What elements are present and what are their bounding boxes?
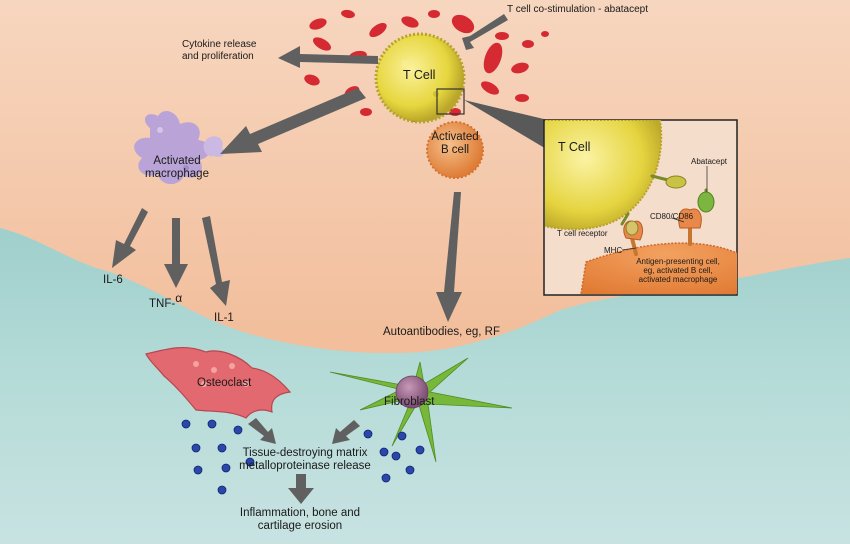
cytokine-label-line2: and proliferation: [182, 50, 254, 62]
inset-abatacept-label: Abatacept: [691, 157, 728, 166]
tnf-label: TNF-α: [149, 291, 183, 311]
tnf-label-greek: α: [175, 291, 183, 305]
il1-label: IL-1: [214, 312, 234, 324]
macrophage-label-line2: macrophage: [145, 168, 209, 181]
erosion-label-line1: Inflammation, bone and: [239, 507, 361, 519]
cytokine-label-line1: Cytokine release: [182, 39, 257, 50]
inset-tcell-label: T Cell: [558, 140, 591, 154]
mmp-label-line2: metalloproteinase release: [239, 460, 371, 473]
arrow-costim: [462, 14, 508, 50]
mmp-label-line1: Tissue-destroying matrix: [242, 447, 368, 459]
arrow-fibroblast-mmp: [332, 420, 360, 444]
arrow-il1: [202, 216, 230, 306]
bcell-label-line2: B cell: [440, 144, 470, 157]
arrow-autoantibodies: [436, 192, 462, 322]
macrophage-shape: [134, 110, 225, 185]
inset-apc-line2: eg, activated B cell,: [643, 266, 713, 276]
arrow-osteoclast-mmp: [248, 418, 276, 444]
osteoclast-shape: [145, 346, 292, 419]
arrow-tnf: [164, 218, 188, 288]
arrow-il6: [112, 208, 148, 268]
macrophage-label: Activated macrophage: [140, 155, 214, 181]
osteoclast-label: Osteoclast: [197, 377, 252, 389]
inset-apc-line3: activated macrophage: [638, 275, 718, 285]
erosion-label: Inflammation, bone and cartilage erosion: [226, 507, 374, 533]
arrow-to-macrophage: [220, 88, 366, 154]
costim-label: T cell co-stimulation - abatacept: [507, 4, 648, 15]
zoom-connector: [464, 100, 548, 150]
arrows: [112, 14, 508, 504]
tcell-label: T Cell: [403, 68, 436, 82]
inset-mhc-label: MHC: [604, 246, 623, 255]
tcell-shape: [374, 32, 466, 124]
tnf-label-prefix: TNF-: [149, 297, 176, 310]
erosion-label-line2: cartilage erosion: [257, 520, 343, 533]
inset-apc-line1: Antigen-presenting cell,: [636, 257, 720, 266]
mmp-label: Tissue-destroying matrix metalloproteina…: [226, 447, 384, 473]
inset-tcr-label: T cell receptor: [557, 229, 608, 238]
cytokine-label: Cytokine release and proliferation: [182, 39, 256, 62]
fibroblast-shape: [329, 357, 513, 463]
autoantibodies-label: Autoantibodies, eg, RF: [383, 326, 500, 338]
bcell-shape: [426, 121, 484, 179]
bcell-label-line1: Activated: [431, 131, 479, 143]
inset-apc-label: Antigen-presenting cell, eg, activated B…: [621, 257, 735, 285]
arrow-cytokine: [278, 46, 378, 68]
fibroblast-label: Fibroblast: [384, 396, 435, 408]
arrow-erosion: [288, 474, 314, 504]
inset-cd80-label: CD80/CD86: [650, 212, 694, 221]
macrophage-label-line1: Activated: [153, 155, 201, 167]
il6-label: IL-6: [103, 274, 123, 286]
bcell-label: Activated B cell: [429, 131, 481, 157]
inset-panel: [543, 119, 738, 296]
mmp-dots: [181, 419, 425, 495]
zoom-marker: [436, 88, 465, 115]
